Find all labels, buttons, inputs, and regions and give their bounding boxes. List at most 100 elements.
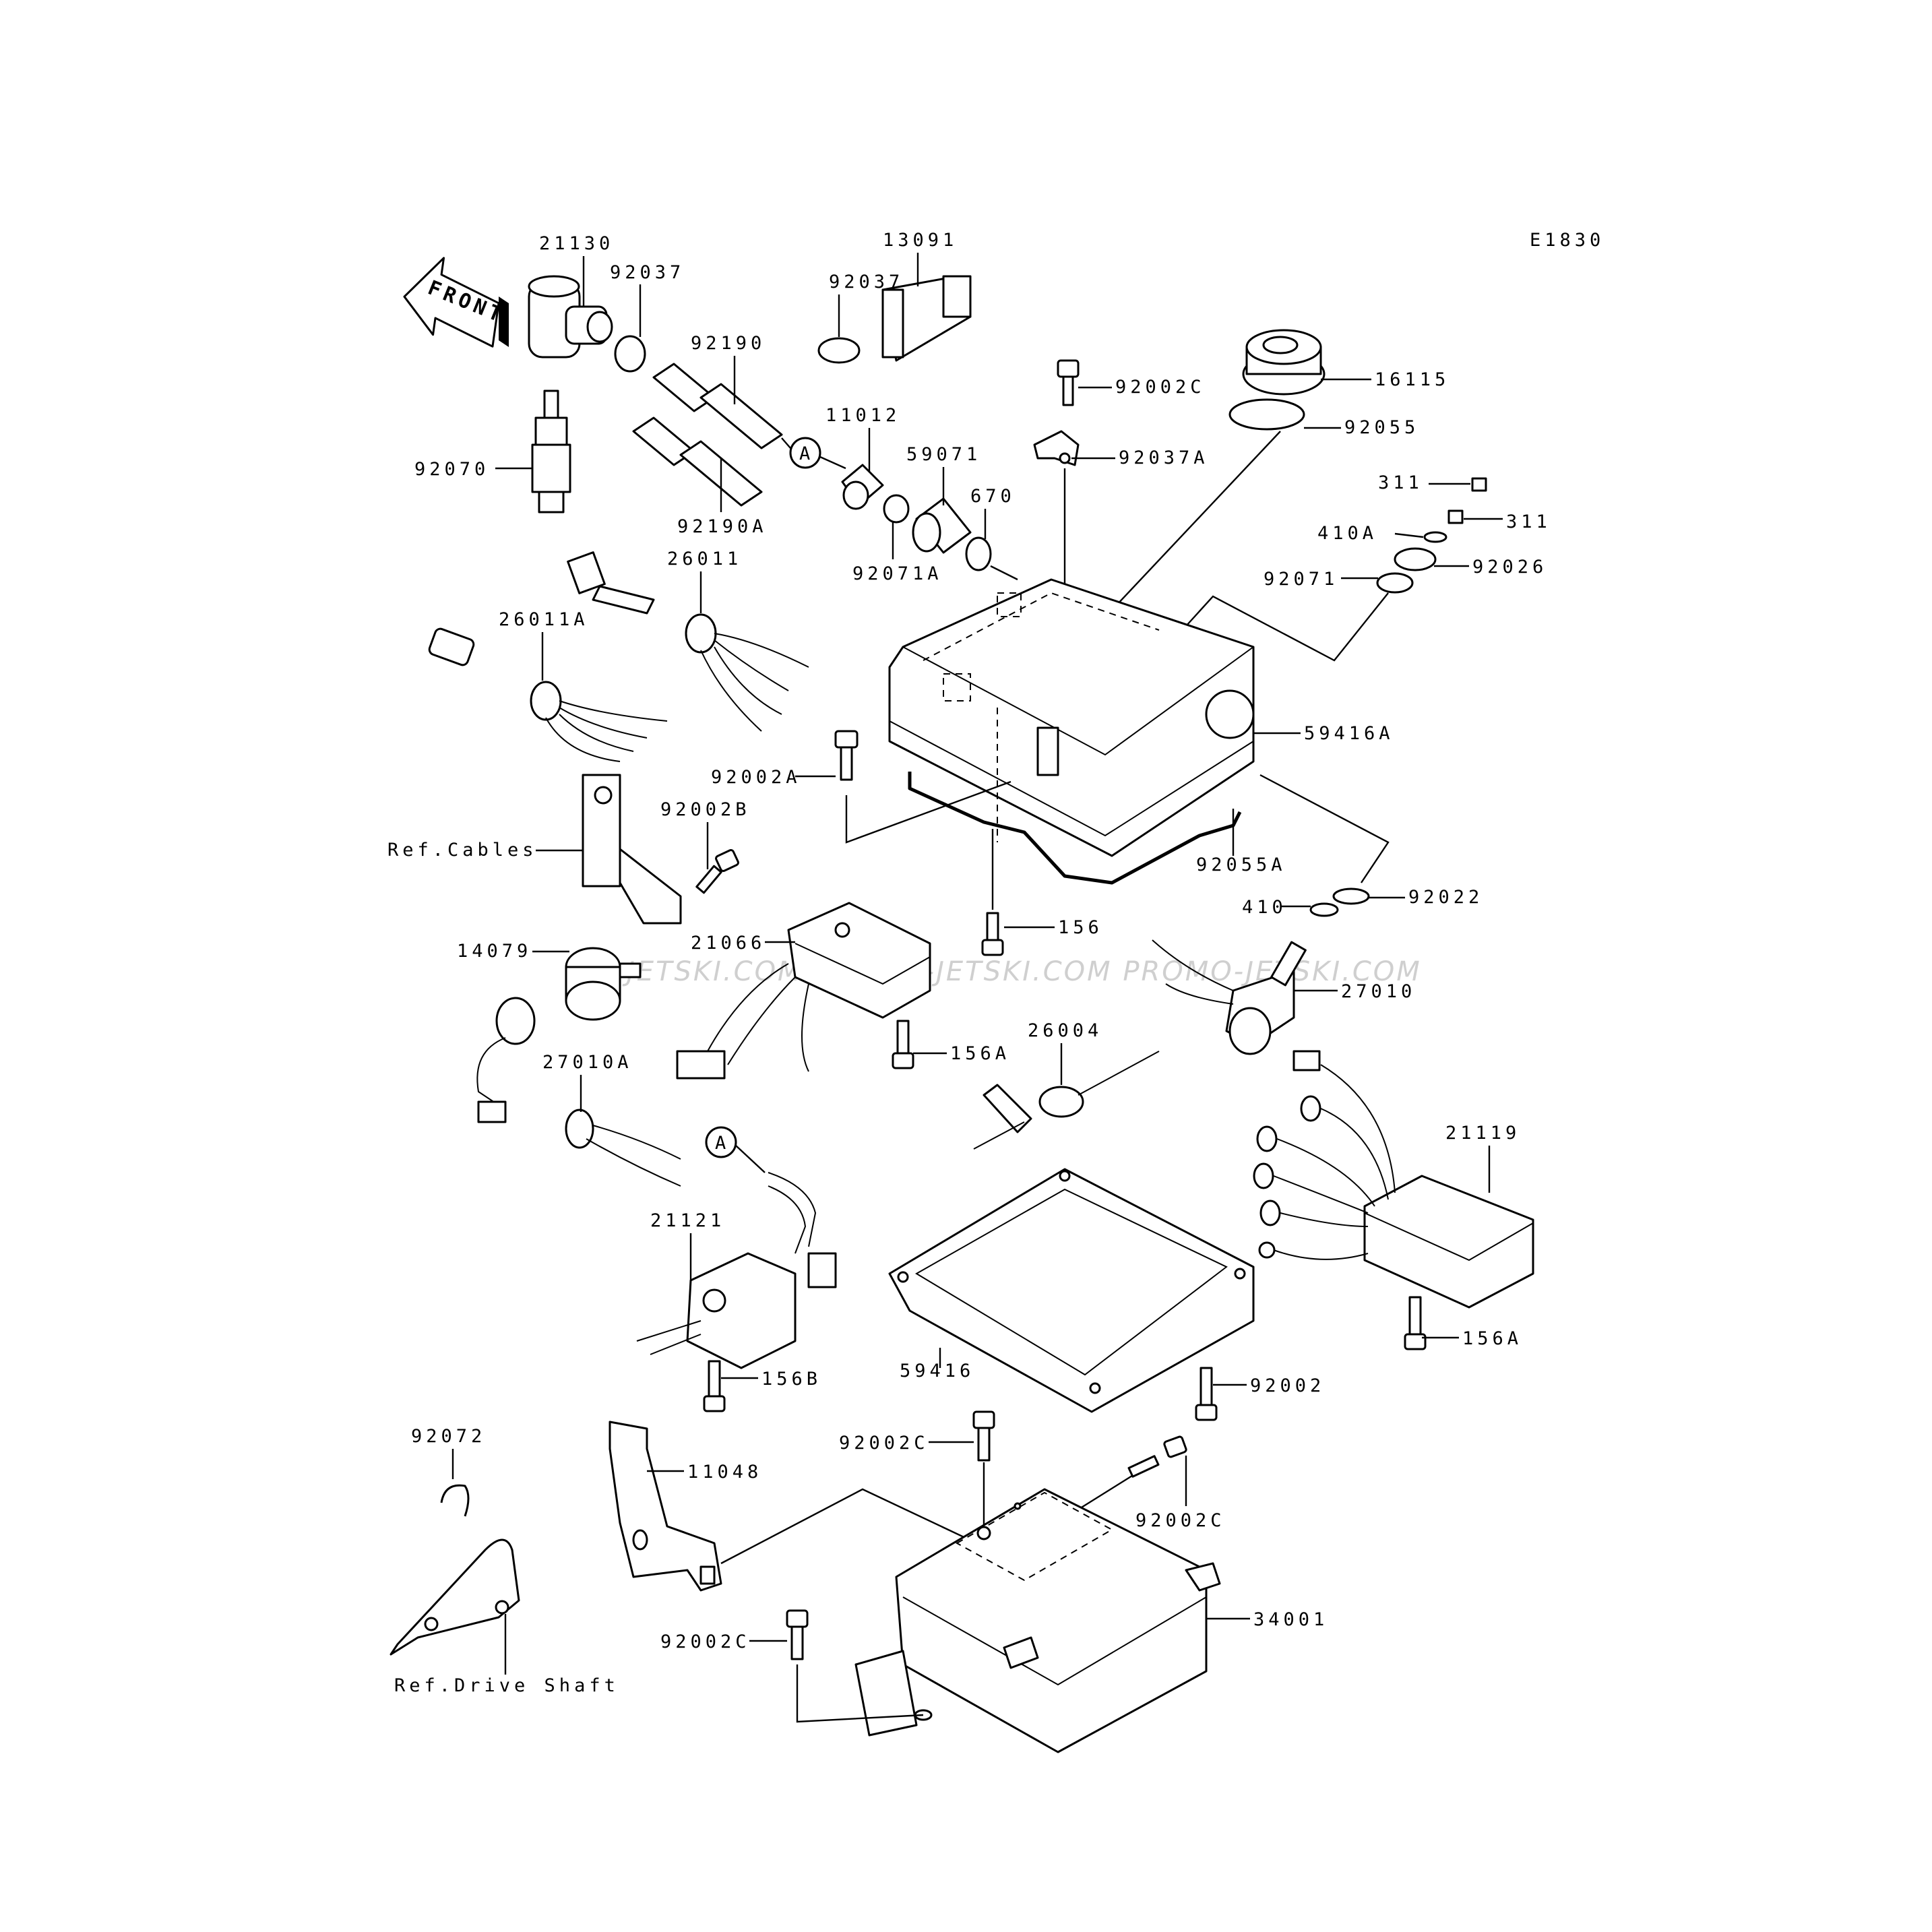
label-21066: 21066: [691, 933, 766, 954]
label-21119: 21119: [1445, 1123, 1520, 1144]
bolt-156A-a: [892, 1020, 914, 1069]
label-92055A: 92055A: [1196, 854, 1286, 875]
connector-26011A: [428, 627, 668, 762]
diagram-code: E1830: [1530, 230, 1604, 251]
label-16115: 16115: [1375, 369, 1450, 390]
bracket-11048: [609, 1421, 722, 1592]
label-156A-a: 156A: [950, 1043, 1010, 1064]
label-156A-b: 156A: [1462, 1328, 1522, 1349]
clip-92037A: [1033, 430, 1080, 466]
label-21130: 21130: [539, 233, 614, 254]
ignition-coil-21121: [636, 1172, 837, 1369]
label-92071: 92071: [1264, 569, 1338, 590]
connector-26011: [567, 551, 809, 732]
label-92037A: 92037A: [1119, 447, 1209, 468]
sensor-27010: [1152, 939, 1307, 1055]
fitting-59071: [912, 497, 972, 554]
label-92190: 92190: [691, 333, 766, 354]
nut-311-b: [1447, 509, 1464, 524]
bolt-156B: [703, 1360, 726, 1412]
label-14079: 14079: [457, 941, 532, 962]
label-410A: 410A: [1317, 523, 1377, 544]
tube-92190: [652, 363, 783, 449]
label-156B: 156B: [761, 1369, 821, 1390]
label-59416A: 59416A: [1304, 723, 1394, 744]
bolt-156: [981, 912, 1004, 956]
clamp-92037: [614, 335, 646, 373]
bracket-ref-cables: [582, 774, 682, 925]
oring-670: [965, 536, 992, 571]
label-26011: 26011: [667, 549, 742, 569]
label-92070: 92070: [414, 459, 489, 480]
cdi-box-21119: [1253, 1050, 1534, 1309]
bolt-92002B: [695, 849, 739, 894]
case-cover-59416A: [888, 578, 1255, 857]
label-27010A: 27010A: [542, 1052, 633, 1073]
label-11048: 11048: [687, 1462, 762, 1483]
label-59416: 59416: [900, 1361, 974, 1381]
label-26004: 26004: [1028, 1020, 1102, 1041]
label-92190A: 92190A: [677, 516, 768, 537]
tray-34001: [854, 1488, 1221, 1753]
label-92002: 92002: [1250, 1375, 1325, 1396]
bolt-92002C-mid: [972, 1410, 995, 1462]
marker-a-bottom-label: A: [715, 1133, 726, 1154]
bolt-92002C-right: [1127, 1435, 1187, 1478]
label-92022: 92022: [1408, 887, 1483, 908]
clamp-92037-b: [817, 337, 861, 364]
label-27010: 27010: [1341, 981, 1416, 1002]
resistor-26004: [973, 1051, 1160, 1150]
label-311-a: 311: [1378, 472, 1423, 493]
front-arrow-icon: FRONT: [403, 257, 509, 348]
watermark-text: JETSKI.COM PROMO-JETSKI.COM PROMO-JETSKI…: [622, 956, 1422, 987]
clamp-92072: [440, 1484, 470, 1517]
label-92002B: 92002B: [660, 799, 751, 820]
label-92072: 92072: [411, 1426, 486, 1447]
grommet-11012: [841, 464, 884, 510]
bolt-92002C-low: [786, 1609, 809, 1660]
label-92026: 92026: [1472, 557, 1547, 578]
label-92055: 92055: [1344, 417, 1419, 438]
label-13091: 13091: [883, 230, 958, 251]
label-670: 670: [970, 486, 1016, 507]
marker-a-top-label: A: [799, 443, 810, 464]
bracket-ref-drive-shaft: [389, 1538, 520, 1656]
label-92002A: 92002A: [711, 767, 801, 788]
regulator-21066: [676, 902, 931, 1080]
label-410: 410: [1242, 897, 1287, 918]
label-92037-a: 92037: [610, 262, 685, 283]
grommet-92026: [1394, 547, 1437, 571]
label-156: 156: [1058, 917, 1103, 938]
terminal-block-13091: [881, 275, 972, 362]
cap-16115: [1242, 329, 1326, 396]
label-92002C-mid: 92002C: [839, 1433, 929, 1454]
label-92002C-low: 92002C: [660, 1631, 751, 1652]
relay-14079: [565, 947, 642, 1021]
washer-410: [1309, 902, 1339, 917]
label-311-b: 311: [1506, 511, 1551, 532]
marker-a-top: [789, 437, 821, 469]
oring-92055: [1228, 398, 1305, 431]
case-base-59416: [888, 1168, 1255, 1413]
label-11012: 11012: [825, 405, 900, 426]
label-26011A: 26011A: [499, 609, 589, 630]
washer-410A: [1423, 531, 1447, 543]
bolt-92002A: [834, 730, 859, 781]
ring-92071A: [883, 494, 910, 524]
ring-92071: [1376, 572, 1414, 594]
label-21121: 21121: [650, 1210, 725, 1231]
bolt-92002: [1195, 1367, 1218, 1421]
label-92071A: 92071A: [852, 563, 943, 584]
label-59071: 59071: [906, 444, 981, 465]
gasket-92055A: [908, 772, 1242, 885]
sensor-27010A: [476, 997, 681, 1187]
label-92002C-right: 92002C: [1135, 1510, 1226, 1531]
label-ref-drive-shaft: Ref.Drive Shaft: [394, 1675, 619, 1696]
spark-plug-cap: [528, 275, 613, 359]
marker-a-bottom: [705, 1126, 737, 1158]
label-34001: 34001: [1253, 1609, 1328, 1630]
spark-plug-92070: [531, 389, 571, 513]
bolt-156A-b: [1404, 1296, 1427, 1350]
label-92002C-top: 92002C: [1115, 377, 1206, 398]
